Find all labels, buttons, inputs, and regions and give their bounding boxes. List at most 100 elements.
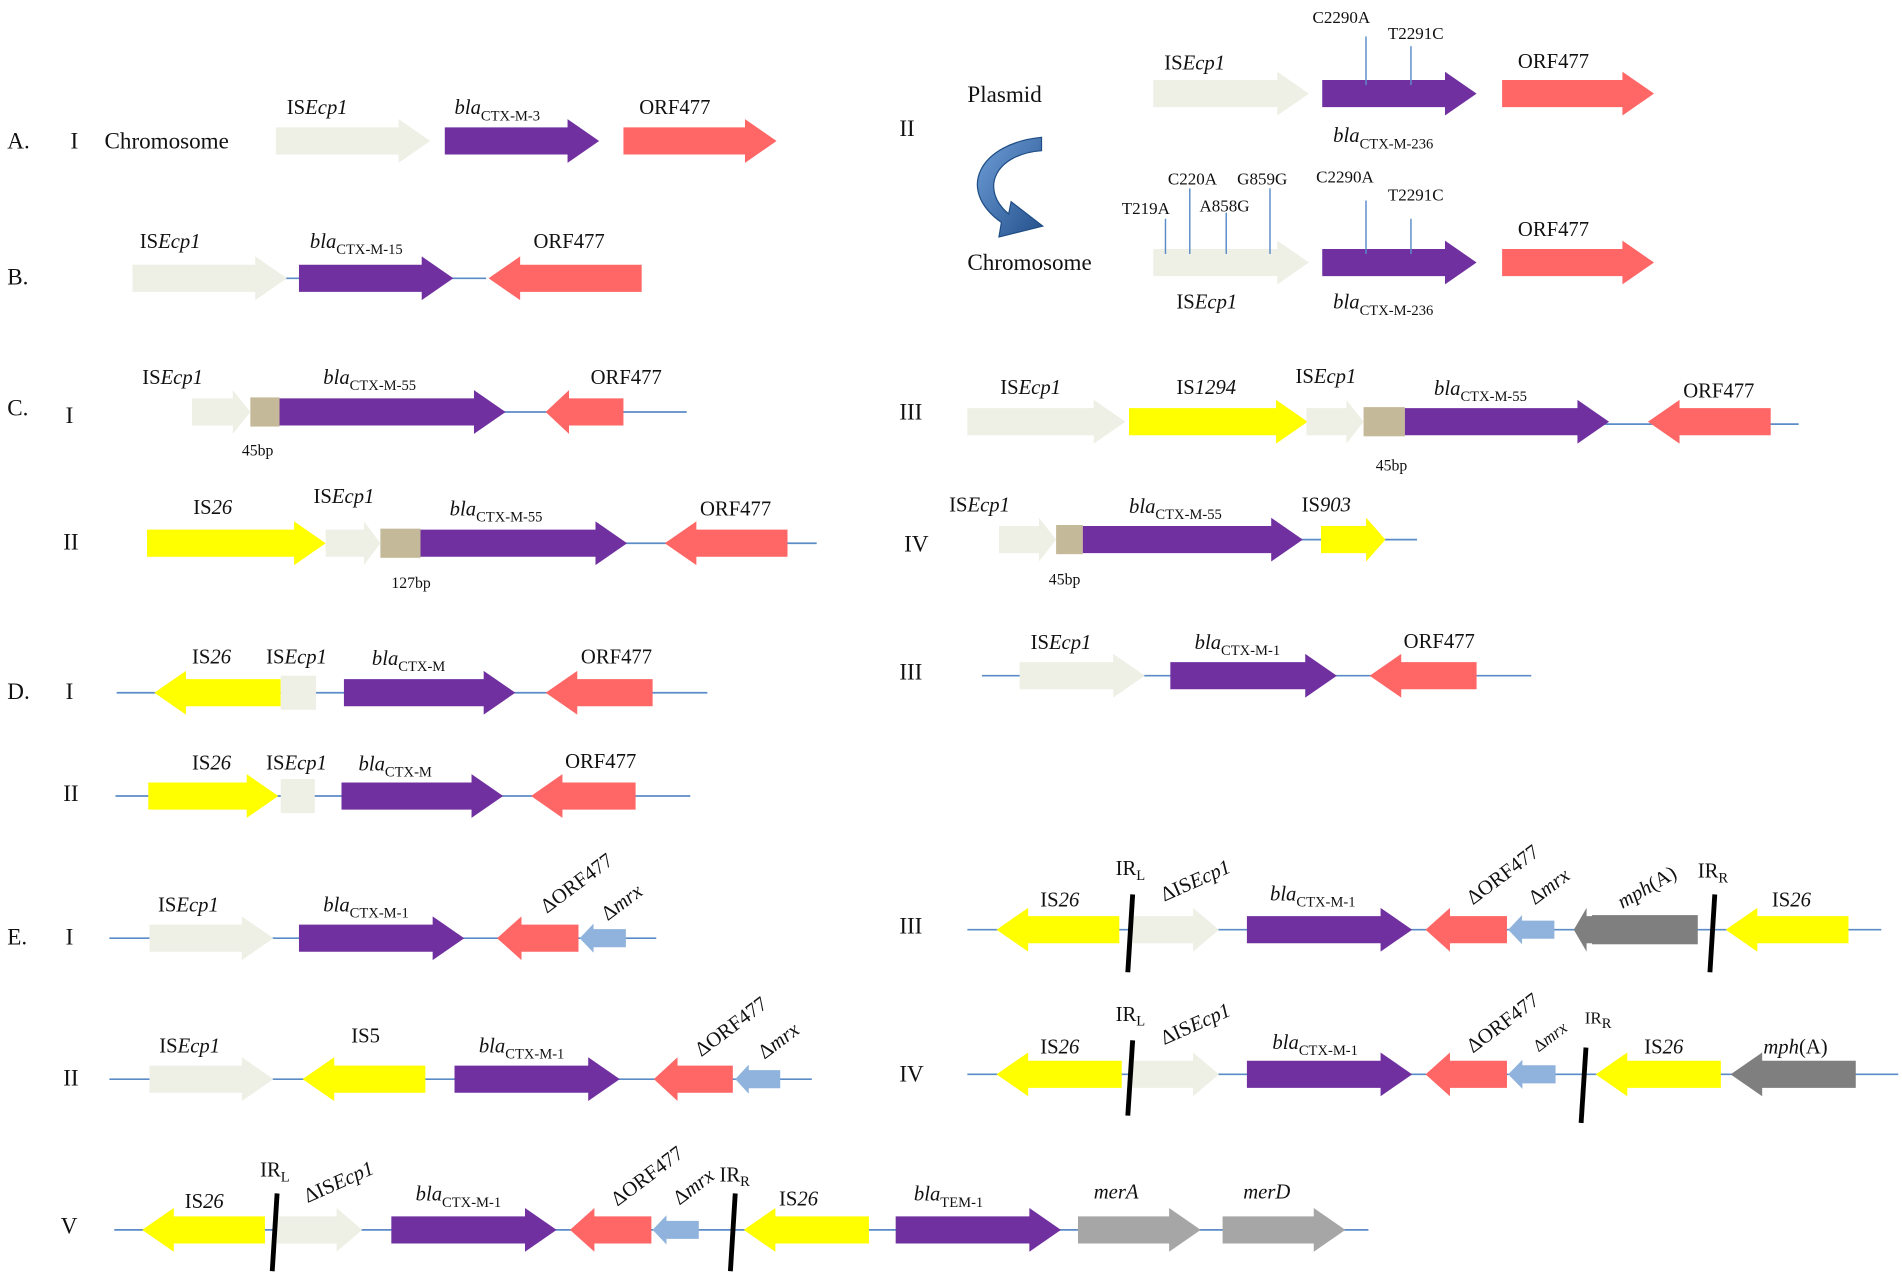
gene-label-isecp1-0: ISEcp1	[287, 97, 348, 119]
dmrx-arrow	[652, 1215, 699, 1245]
dorf477-arrow	[497, 916, 579, 961]
gene-label-is26-63: IS26	[1644, 1037, 1684, 1059]
section-roman-e1: I	[66, 923, 74, 949]
is5-arrow	[302, 1057, 426, 1102]
section-letter-e: E.	[7, 923, 27, 949]
isecp1-arrow	[1153, 240, 1309, 285]
gene-label-isecp1-28: ISEcp1	[266, 647, 327, 669]
orf477-arrow	[488, 256, 642, 301]
bla-arrow	[1322, 240, 1477, 285]
section-letter-d: D.	[7, 678, 29, 704]
gene-label-mph-53: mph(A)	[1614, 862, 1681, 913]
is1294-arrow	[1129, 399, 1308, 444]
gene-label-is26-56: IS26	[1040, 1037, 1080, 1059]
section-roman-e3: III	[899, 912, 922, 938]
orf477-arrow	[531, 774, 636, 818]
dorf477-arrow	[569, 1208, 652, 1252]
bla-arrow	[1246, 907, 1413, 952]
mutation-label-C2290A: C2290A	[1313, 8, 1371, 27]
is26-arrow	[1725, 907, 1849, 952]
gene-label-is903-26: IS903	[1302, 495, 1351, 517]
gene-label-irr-62: IRR	[1585, 1008, 1612, 1032]
gene-label-isecp1-16: ISEcp1	[314, 486, 375, 508]
spacer-45bp	[1056, 525, 1083, 555]
bla-arrow	[343, 670, 516, 715]
bla-arrow	[391, 1208, 557, 1252]
bla-arrow	[298, 256, 454, 301]
gene-label-isecp1-12: ISEcp1	[142, 367, 203, 389]
gene-label-isecp1-32: ISEcp1	[266, 752, 327, 774]
gene-label-is26-31: IS26	[192, 752, 232, 774]
bla-label-ctx_m55-13: blaCTX-M-55	[323, 367, 416, 394]
section-roman-d2: II	[63, 780, 78, 806]
bla-label-ctx_m1-44: blaCTX-M-1	[479, 1035, 565, 1062]
inverted-repeat-bar	[269, 1193, 280, 1272]
bla-label-ctx_m1-36: blaCTX-M-1	[1195, 632, 1281, 659]
plasmid-tag: Plasmid	[967, 81, 1042, 107]
is26-arrow	[996, 1052, 1122, 1097]
gene-label-dmrx-61: Δmrx	[1530, 1018, 1572, 1056]
orf477-arrow	[545, 390, 624, 434]
gene-label-orf477-34: ORF477	[565, 751, 636, 773]
gene-label-isecp1-24: ISEcp1	[949, 495, 1010, 517]
inverted-repeat-bar	[1707, 894, 1718, 973]
isecp1-arrow	[1306, 399, 1364, 444]
bla-label-ctx_m1-68: blaCTX-M-1	[416, 1184, 502, 1211]
chromosome-tag: Chromosome	[105, 127, 229, 153]
section-roman-a1: I	[70, 127, 78, 153]
mph-a-arrow	[1730, 1052, 1856, 1097]
gene-label-is5-43: IS5	[351, 1026, 380, 1048]
mera-arrow	[1077, 1208, 1201, 1252]
gene-label-isecp1-19: ISEcp1	[1000, 377, 1061, 399]
gene-label-orf477-5: ORF477	[1518, 51, 1589, 73]
bla-label-ctx_m15-10: blaCTX-M-15	[310, 231, 403, 258]
gene-label-isecp1-21: ISEcp1	[1296, 366, 1357, 388]
bla-label-ctx_m1-39: blaCTX-M-1	[323, 894, 409, 921]
disecp1-arrow	[1132, 1052, 1219, 1097]
gene-label-irl-48: IRL	[1116, 858, 1146, 884]
inverted-repeat-bar	[1125, 894, 1136, 973]
dmrx-arrow	[1508, 915, 1555, 945]
section-roman-e4: IV	[899, 1061, 924, 1087]
gene-label-irl-57: IRL	[1116, 1004, 1146, 1030]
isecp1-arrow	[1153, 71, 1309, 116]
gene-label-is26-15: IS26	[193, 497, 233, 519]
bla-arrow	[279, 390, 506, 434]
is26-arrow	[743, 1208, 869, 1252]
section-roman-c2: II	[63, 528, 78, 554]
orf477-arrow	[664, 521, 788, 566]
bla-arrow	[298, 916, 465, 961]
bla-label-tem1-73: blaTEM-1	[914, 1184, 983, 1211]
bla-arrow	[454, 1057, 620, 1102]
spacer-label-bp45: 45bp	[242, 443, 274, 460]
isecp1-arrow	[132, 256, 287, 301]
orf477-arrow	[1502, 71, 1655, 116]
spacer-label-bp45: 45bp	[1049, 572, 1081, 589]
gene-label-isecp1-42: ISEcp1	[159, 1035, 220, 1057]
gene-label-disecp1-49: ΔISEcp1	[1157, 856, 1234, 906]
disecp1-arrow	[277, 1208, 363, 1252]
dorf477-arrow	[1425, 1052, 1507, 1097]
spacer-45bp	[250, 397, 280, 427]
gene-label-merd-75: merD	[1243, 1181, 1290, 1203]
dmrx-arrow	[1508, 1059, 1556, 1089]
gene-label-isecp1-35: ISEcp1	[1031, 632, 1092, 654]
inverted-repeat-bar	[1578, 1047, 1589, 1124]
is26-arrow	[996, 907, 1120, 952]
dmrx-arrow	[735, 1064, 781, 1094]
bla-label-ctx_m55-22: blaCTX-M-55	[1434, 378, 1527, 405]
dorf477-arrow	[1425, 907, 1507, 952]
merd-arrow	[1222, 1208, 1346, 1252]
inverted-repeat-bar	[727, 1193, 738, 1272]
bla-arrow	[1246, 1052, 1413, 1097]
bla-arrow	[1322, 71, 1477, 116]
isecp1-arrow	[192, 390, 251, 434]
gene-label-isecp1-9: ISEcp1	[140, 231, 201, 253]
orf477-arrow	[1502, 240, 1655, 285]
isecp1-arrow	[325, 521, 381, 566]
isecp1-arrow	[149, 1057, 274, 1102]
gene-label-orf477-30: ORF477	[581, 647, 652, 669]
section-roman-a2: II	[899, 115, 914, 141]
gene-label-is26-27: IS26	[192, 647, 232, 669]
blatem-arrow	[895, 1208, 1061, 1252]
